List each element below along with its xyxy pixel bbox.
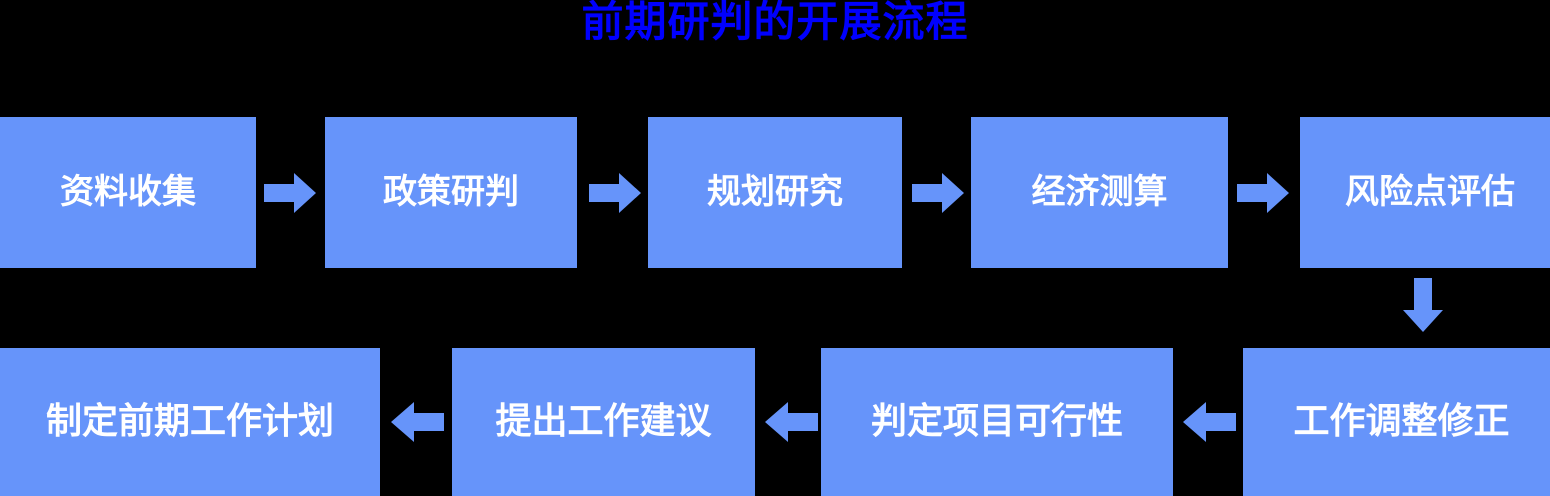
process-node-fengxiandian-pinggu[interactable]: 风险点评估 (1300, 117, 1550, 268)
process-node-guihua-yanjiu[interactable]: 规划研究 (648, 117, 902, 268)
arrow-right-icon (1237, 171, 1289, 215)
process-node-jingji-cesuan[interactable]: 经济测算 (971, 117, 1228, 268)
process-node-gongzuo-tiaozheng-xiuzheng[interactable]: 工作调整修正 (1243, 348, 1550, 496)
node-label: 风险点评估 (1345, 171, 1515, 212)
arrow-right-icon (264, 171, 316, 215)
arrow-right-icon (912, 171, 964, 215)
arrow-right-icon (589, 171, 641, 215)
process-node-tichu-gongzuo-jianyi[interactable]: 提出工作建议 (452, 348, 755, 496)
arrow-left-icon (765, 400, 818, 444)
process-node-panding-xiangmu-kexingxing[interactable]: 判定项目可行性 (821, 348, 1173, 496)
arrow-down-icon (1401, 278, 1445, 332)
process-node-zhengce-yanpan[interactable]: 政策研判 (325, 117, 577, 268)
page-title: 前期研判的开展流程 (581, 0, 969, 46)
node-label: 政策研判 (383, 171, 519, 212)
process-node-ziliao-shouji[interactable]: 资料收集 (0, 117, 256, 268)
node-label: 提出工作建议 (495, 401, 712, 443)
node-label: 判定项目可行性 (870, 401, 1123, 443)
process-node-zhiding-qianqi-gongzuo-jihua[interactable]: 制定前期工作计划 (0, 348, 380, 496)
node-label: 工作调整修正 (1293, 401, 1510, 443)
node-label: 规划研究 (707, 171, 843, 212)
arrow-left-icon (391, 400, 444, 444)
node-label: 经济测算 (1031, 171, 1168, 212)
node-label: 制定前期工作计划 (45, 401, 334, 443)
arrow-left-icon (1183, 400, 1236, 444)
node-label: 资料收集 (60, 171, 196, 212)
